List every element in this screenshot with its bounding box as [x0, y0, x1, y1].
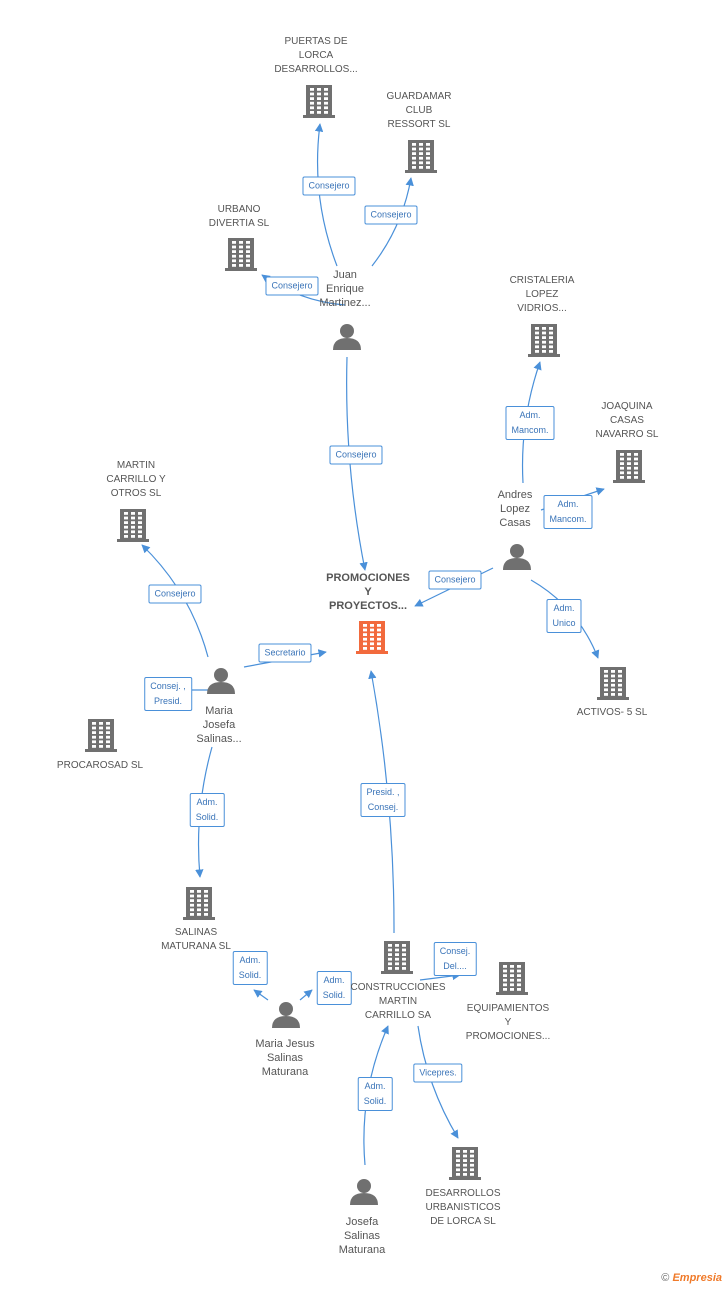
- person-icon[interactable]: [207, 668, 235, 694]
- node-label-andres[interactable]: Andres Lopez Casas: [497, 489, 533, 529]
- node-label-puertas[interactable]: PUERTAS DE LORCA DESARROLLOS...: [274, 36, 358, 75]
- node-label-mariajesus[interactable]: Maria Jesus Salinas Maturana: [255, 1038, 315, 1078]
- building-icon[interactable]: [496, 962, 528, 995]
- node-label-activos[interactable]: ACTIVOS- 5 SL: [576, 707, 648, 718]
- role-label-consej-presid[interactable]: Consej. , Presid.: [144, 677, 192, 711]
- role-label-adm-solid[interactable]: Adm. Solid.: [189, 793, 225, 827]
- role-label-consejero[interactable]: Consejero: [364, 205, 418, 225]
- role-label-vicepres[interactable]: Vicepres.: [413, 1063, 463, 1083]
- role-label-consejero[interactable]: Consejero: [329, 445, 383, 465]
- person-icon[interactable]: [333, 324, 361, 350]
- node-label-construcciones[interactable]: CONSTRUCCIONES MARTIN CARRILLO SA: [350, 982, 446, 1021]
- role-label-adm-solid[interactable]: Adm. Solid.: [232, 951, 268, 985]
- node-label-juan[interactable]: Juan Enrique Martinez...: [319, 269, 371, 309]
- building-icon[interactable]: [381, 941, 413, 974]
- role-label-consejero[interactable]: Consejero: [428, 570, 482, 590]
- center-building-icon[interactable]: [356, 621, 388, 654]
- edge-mariajesus-to-salinas: [253, 989, 269, 1001]
- node-label-cristaleria[interactable]: CRISTALERIA LOPEZ VIDRIOS...: [509, 275, 575, 314]
- role-label-consejero[interactable]: Consejero: [302, 176, 356, 196]
- edge-construcciones-to-desarrollos: [417, 1025, 459, 1139]
- building-icon[interactable]: [85, 719, 117, 752]
- node-label-martin[interactable]: MARTIN CARRILLO Y OTROS SL: [106, 460, 166, 499]
- role-label-adm-mancom[interactable]: Adm. Mancom.: [505, 406, 555, 440]
- building-icon[interactable]: [225, 238, 257, 271]
- building-icon[interactable]: [303, 85, 335, 118]
- building-icon[interactable]: [117, 509, 149, 542]
- node-label-equipamientos[interactable]: EQUIPAMIENTOS Y PROMOCIONES...: [465, 1003, 551, 1042]
- role-label-presid-consej[interactable]: Presid. , Consej.: [360, 783, 406, 817]
- building-icon[interactable]: [405, 140, 437, 173]
- building-icon[interactable]: [449, 1147, 481, 1180]
- building-icon[interactable]: [183, 887, 215, 920]
- building-icon[interactable]: [597, 667, 629, 700]
- role-label-consejero[interactable]: Consejero: [148, 584, 202, 604]
- node-label-urbano[interactable]: URBANO DIVERTIA SL: [208, 204, 270, 229]
- node-label-josefa[interactable]: Josefa Salinas Maturana: [338, 1216, 386, 1256]
- node-label-joaquina[interactable]: JOAQUINA CASAS NAVARRO SL: [595, 401, 659, 440]
- role-label-consejero[interactable]: Consejero: [265, 276, 319, 296]
- person-icon[interactable]: [503, 544, 531, 570]
- node-label-center[interactable]: PROMOCIONES Y PROYECTOS...: [326, 572, 410, 612]
- node-label-salinas[interactable]: SALINAS MATURANA SL: [161, 927, 231, 952]
- role-label-adm-solid[interactable]: Adm. Solid.: [357, 1077, 393, 1111]
- node-label-desarrollos[interactable]: DESARROLLOS URBANISTICOS DE LORCA SL: [425, 1188, 501, 1227]
- edge-mariajesus-to-construcciones: [299, 989, 313, 1001]
- role-label-consej-del[interactable]: Consej. Del....: [433, 942, 477, 976]
- empresia-logo: Empresia: [672, 1272, 722, 1284]
- building-icon[interactable]: [613, 450, 645, 483]
- edge-juan-to-puertas: [314, 123, 338, 267]
- role-label-adm-mancom[interactable]: Adm. Mancom.: [543, 495, 593, 529]
- role-label-adm-unico[interactable]: Adm. Unico: [546, 599, 582, 633]
- footer-brand[interactable]: © Empresia: [661, 1272, 722, 1284]
- node-label-mariaj[interactable]: Maria Josefa Salinas...: [196, 705, 242, 745]
- role-label-secretario[interactable]: Secretario: [258, 643, 312, 663]
- node-label-procarosad[interactable]: PROCAROSAD SL: [56, 760, 144, 771]
- person-icon[interactable]: [272, 1002, 300, 1028]
- building-icon[interactable]: [528, 324, 560, 357]
- node-label-guardamar[interactable]: GUARDAMAR CLUB RESSORT SL: [386, 91, 452, 130]
- copyright-symbol: ©: [661, 1272, 670, 1284]
- role-label-adm-solid[interactable]: Adm. Solid.: [316, 971, 352, 1005]
- person-icon[interactable]: [350, 1179, 378, 1205]
